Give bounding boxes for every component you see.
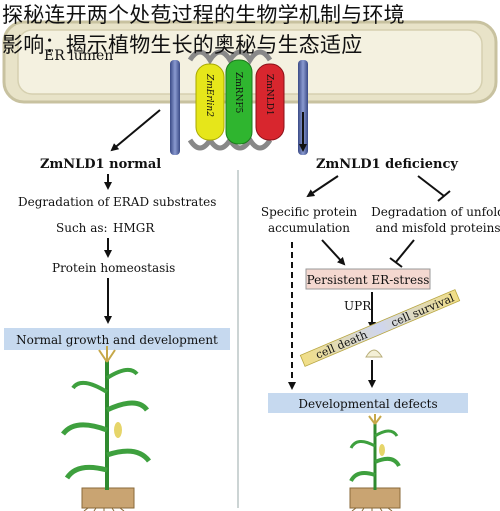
normal-heading: ZmNLD1 normal	[40, 157, 161, 172]
protein-complex: ZmErlin2 ZmRNF5 ZmNLD1	[187, 49, 285, 151]
balance-seesaw: cell death cell survival	[299, 289, 461, 367]
accumulation-line-2: accumulation	[268, 221, 350, 235]
overlay-title: 探秘连开两个处苞过程的生物学机制与环境 影响：揭示植物生长的奥秘与生态适应	[2, 0, 498, 60]
zmrnf5-label: ZmRNF5	[233, 72, 243, 114]
zmerlin2-label: ZmErlin2	[204, 73, 214, 117]
membrane-anchors	[170, 60, 308, 155]
degradation-line-1: Degradation of unfold	[371, 205, 500, 219]
defects-label: Developmental defects	[298, 397, 437, 411]
arrow-to-normal	[110, 109, 161, 152]
er-stress-box	[305, 268, 431, 290]
defective-plant-icon	[349, 414, 401, 511]
arrow-accum-stress	[321, 239, 346, 266]
overlay-title-line-1: 探秘连开两个处苞过程的生物学机制与环境	[2, 3, 405, 27]
inhibit-bar-1	[437, 190, 451, 202]
erad-substrates-label: ERAD substrates	[113, 195, 216, 209]
accumulation-line-1: Specific protein	[261, 205, 358, 219]
deficiency-heading: ZmNLD1 deficiency	[316, 157, 458, 172]
overlay-title-line-2: 影响：揭示植物生长的奥秘与生态适应	[2, 33, 363, 57]
degradation-line-2: and misfold proteins	[375, 221, 500, 235]
er-stress-label: Persistent ER-stress	[307, 273, 430, 287]
such-as-label: Such as:	[56, 221, 108, 235]
normal-outcome-box	[4, 328, 230, 350]
er-lumen-label: ER lumen	[44, 48, 113, 64]
cell-survival-label: cell survival	[389, 291, 456, 329]
homeostasis-label: Protein homeostasis	[52, 261, 175, 275]
seesaw-fulcrum	[365, 349, 383, 358]
defects-box	[268, 393, 468, 413]
degradation-label: Degradation of	[18, 195, 111, 209]
hmgr-label: HMGR	[113, 221, 155, 235]
inhibit-degr-stress	[395, 239, 415, 263]
healthy-plant-icon	[61, 346, 151, 511]
zmerlin2-protein	[195, 63, 225, 141]
cell-death-label: cell death	[314, 328, 370, 361]
zmnld1-label: ZmNLD1	[264, 74, 274, 116]
inhibit-bar-2	[389, 257, 403, 268]
zmrnf5-protein	[225, 59, 253, 145]
inhibit-def-degradation	[417, 175, 445, 197]
arrow-def-accum	[306, 175, 339, 198]
upr-label: UPR	[344, 299, 372, 313]
zmnld1-protein	[255, 63, 285, 141]
normal-outcome-label: Normal growth and development	[16, 333, 218, 347]
